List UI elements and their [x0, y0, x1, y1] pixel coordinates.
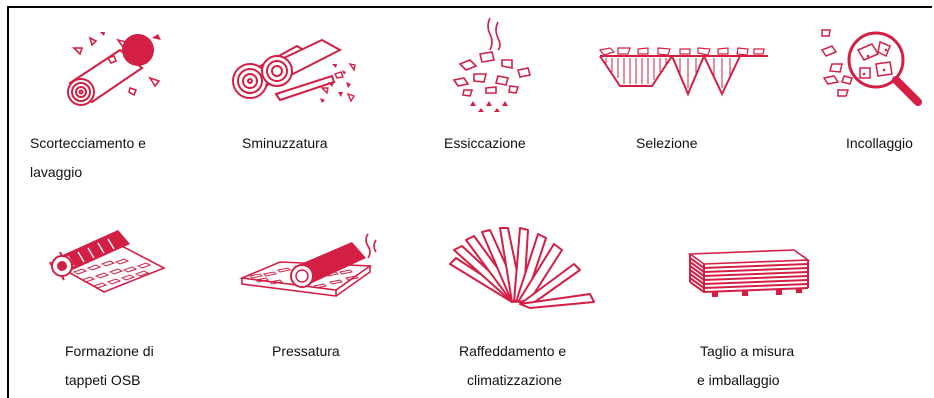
step-label-line1: Pressatura [272, 343, 340, 359]
step-label-line1: Raffeddamento e [459, 343, 566, 359]
screening-sieve-icon [598, 46, 778, 102]
step-label-line1: Sminuzzatura [242, 135, 328, 151]
step-label-line1: Selezione [636, 135, 698, 151]
step-label-line1: Essiccazione [444, 135, 526, 151]
step-label-line2: lavaggio [30, 164, 82, 180]
step-label-line2: climatizzazione [467, 372, 562, 388]
step-label-line2: tappeti OSB [65, 372, 141, 388]
step-label-line1: Taglio a misura [700, 343, 794, 359]
step-label-line1: Formazione di [65, 343, 154, 359]
step-label-line2: e imballaggio [697, 372, 780, 388]
debarking-log-icon [60, 28, 170, 108]
chipping-rollers-icon [222, 36, 362, 106]
cooling-fan-boards-icon [440, 224, 600, 308]
step-label-line1: Scortecciamento e [30, 135, 146, 151]
step-label-line1: Incollaggio [846, 135, 913, 151]
stacked-boards-icon [684, 246, 814, 304]
drying-chips-icon [440, 14, 540, 114]
mat-forming-roller-icon [44, 222, 168, 306]
gluing-magnifier-icon [818, 20, 930, 106]
pressing-roller-icon [240, 232, 380, 302]
